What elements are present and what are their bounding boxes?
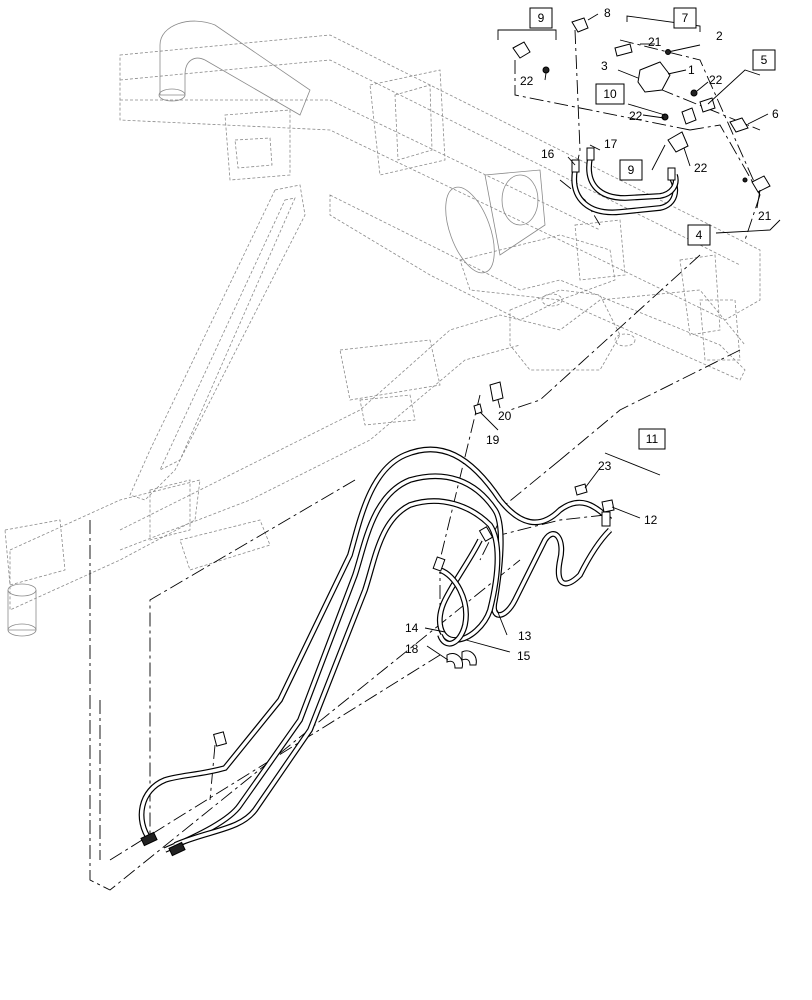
leader-lines [424,13,781,661]
callout-9-mid: 9 [628,163,635,177]
callout-9-top: 9 [538,11,545,25]
callout-14: 14 [405,621,419,635]
callout-10: 10 [603,87,617,101]
valve-block-1 [637,61,671,93]
callout-15: 15 [517,649,531,663]
callout-7: 7 [682,11,689,25]
callout-22-mid: 22 [629,109,643,123]
callout-1: 1 [688,63,695,77]
callout-20: 20 [498,409,512,423]
clamp-20 [489,381,504,402]
callout-2: 2 [716,29,723,43]
hose-bundle [138,446,613,857]
elbow-fitting-9-top [512,41,531,59]
plain-callouts: 8 21 2 22 3 1 22 22 6 17 16 22 21 20 19 … [405,6,779,663]
callout-box-11 [638,428,666,450]
callout-3: 3 [601,59,608,73]
callout-box-9-top [529,7,553,29]
callout-12: 12 [644,513,658,527]
callout-18: 18 [405,642,419,656]
callout-21-top: 21 [648,35,662,49]
callout-17: 17 [604,137,618,151]
callout-4: 4 [696,228,703,242]
machine-frame-outline [4,20,761,637]
callout-16: 16 [541,147,555,161]
callout-6: 6 [772,107,779,121]
callout-19: 19 [486,433,500,447]
callout-22-lower: 22 [694,161,708,175]
fittings-and-parts [213,17,771,747]
callout-box-7 [673,7,697,29]
callout-5: 5 [761,53,768,67]
short-hose-pair [571,147,679,216]
callout-22-left: 22 [520,74,534,88]
callout-box-5 [752,49,776,71]
assembly-dashdot-lines [89,29,761,891]
callout-22-right: 22 [709,73,723,87]
fitting-6 [729,117,749,133]
callout-box-10 [595,83,625,105]
callout-23: 23 [598,459,612,473]
callout-box-9-mid [619,159,643,181]
callout-11: 11 [646,432,659,446]
callout-13: 13 [518,629,532,643]
callout-8: 8 [604,6,611,20]
callout-21-lower: 21 [758,209,772,223]
boxed-callouts: 9 7 5 10 9 4 11 [529,7,776,450]
clamp-18 [446,653,464,669]
elbow-fitting-8 [571,17,589,33]
callout-box-4 [687,224,711,246]
